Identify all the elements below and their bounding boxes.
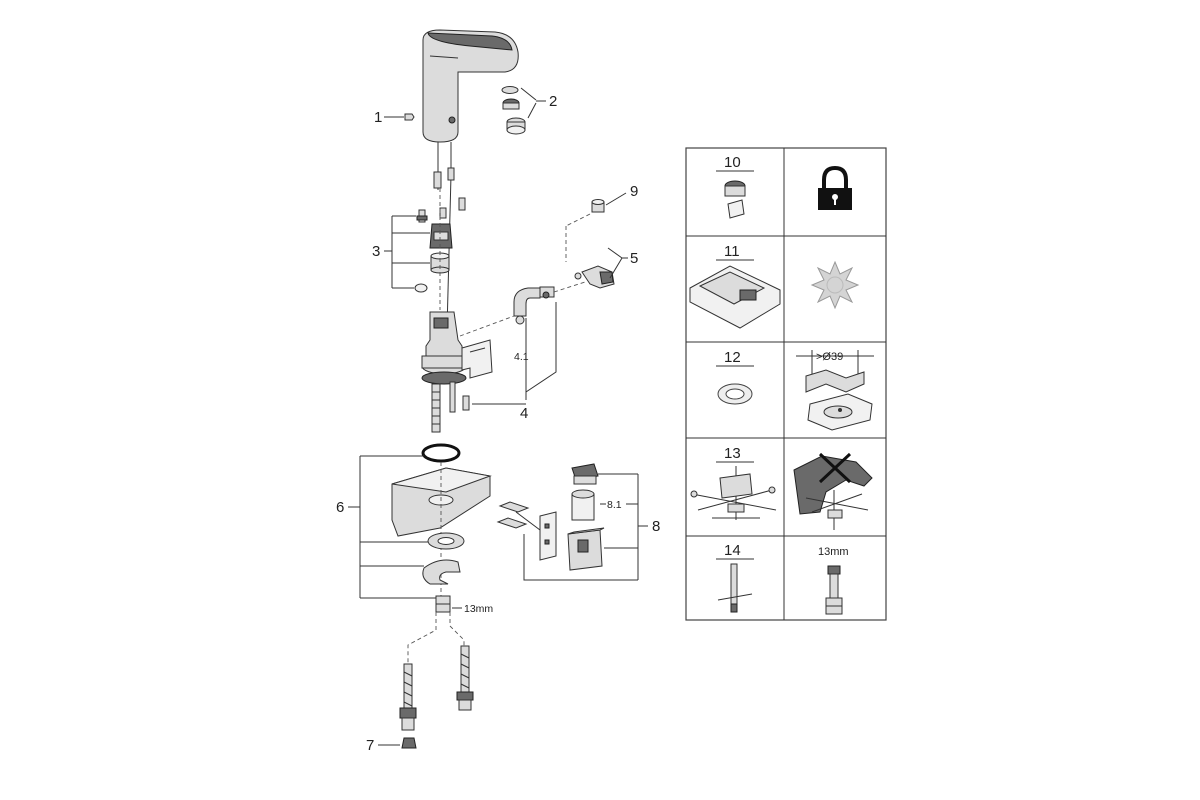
grid-cell-14: 14 <box>716 542 754 613</box>
grid-cell-10: 10 <box>716 154 754 219</box>
callout-label-4: 4 <box>520 405 528 422</box>
grid-wrench-size: 13mm <box>818 546 849 558</box>
grid-label-13: 13 <box>724 445 741 462</box>
mounting-kit: 13mm <box>391 443 493 615</box>
callout-3: 3 <box>372 215 430 289</box>
callout-label-9: 9 <box>630 183 638 200</box>
lock-icon <box>818 165 852 210</box>
elbow-connector <box>459 281 586 379</box>
faucet-body <box>422 29 519 331</box>
grid-label-14: 14 <box>724 542 741 559</box>
callout-5: 5 <box>574 247 638 289</box>
callout-8: 8.1 8 <box>515 473 660 581</box>
callout-6: 6 <box>336 455 436 599</box>
wrench-size-label: 13mm <box>464 603 493 615</box>
callout-label-8: 8 <box>652 518 660 535</box>
power-unit <box>496 463 605 571</box>
grid-cell-12: 12 <box>716 349 754 405</box>
callout-label-8-1: 8.1 <box>607 499 622 511</box>
callout-label-1: 1 <box>374 109 382 126</box>
callout-9: 9 <box>565 183 638 262</box>
callout-4: 4.1 4 <box>472 302 557 422</box>
valve-assembly <box>414 188 470 433</box>
callout-label-7: 7 <box>366 737 374 754</box>
callout-2: 2 <box>501 86 557 135</box>
gear-icon <box>810 260 860 310</box>
grid-cell-13-diagram <box>793 452 873 530</box>
grid-cell-13: 13 <box>690 445 777 520</box>
callout-7: 7 <box>366 737 400 754</box>
callout-label-6: 6 <box>336 499 344 516</box>
grid-label-12: 12 <box>724 349 741 366</box>
grid-cell-12-diagram: >Ø39 <box>796 350 874 431</box>
min-hole-diameter: >Ø39 <box>816 351 843 363</box>
callout-label-4-1: 4.1 <box>514 351 529 363</box>
grid-cell-11: 11 <box>689 243 781 329</box>
callout-label-5: 5 <box>630 250 638 267</box>
supply-hoses <box>399 612 474 749</box>
grid-cell-gear <box>810 260 860 310</box>
grid-label-10: 10 <box>724 154 741 171</box>
grid-cell-lock <box>818 165 852 210</box>
callout-label-3: 3 <box>372 243 380 260</box>
callout-1: 1 <box>374 109 415 126</box>
grid-label-11: 11 <box>724 243 740 260</box>
callout-label-2: 2 <box>549 93 557 110</box>
grid-cell-14-wrench: 13mm <box>818 546 849 615</box>
